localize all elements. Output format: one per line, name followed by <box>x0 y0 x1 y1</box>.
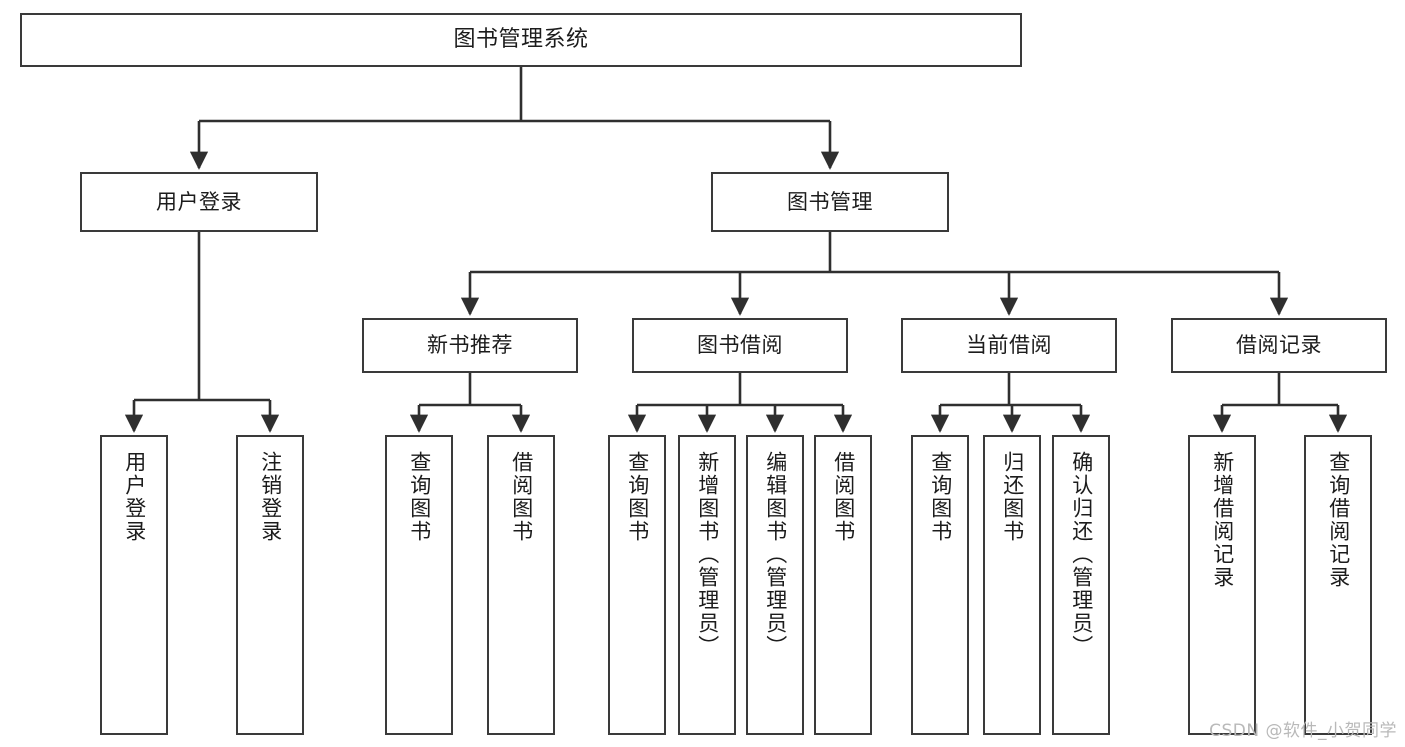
node-leaf-bb-query[interactable]: 查询图书 <box>608 435 666 735</box>
node-borrow-record-label: 借阅记录 <box>1236 333 1322 358</box>
node-leaf-br-query-label: 查询借阅记录 <box>1326 451 1351 589</box>
node-book-manage-label: 图书管理 <box>787 189 873 214</box>
node-leaf-cb-return[interactable]: 归还图书 <box>983 435 1041 735</box>
node-leaf-bb-edit-label: 编辑图书（管理员） <box>763 451 788 658</box>
node-leaf-logout-label: 注销登录 <box>258 451 283 543</box>
node-leaf-cb-confirm[interactable]: 确认归还（管理员） <box>1052 435 1110 735</box>
watermark: CSDN @软件_小贺同学 <box>1209 721 1397 741</box>
node-leaf-bb-add[interactable]: 新增图书（管理员） <box>678 435 736 735</box>
node-leaf-cb-confirm-label: 确认归还（管理员） <box>1069 451 1094 658</box>
node-leaf-rec-query-label: 查询图书 <box>407 451 432 543</box>
node-book-borrow[interactable]: 图书借阅 <box>632 318 848 373</box>
node-leaf-bb-borrow-label: 借阅图书 <box>831 451 856 543</box>
node-leaf-bb-edit[interactable]: 编辑图书（管理员） <box>746 435 804 735</box>
node-user-login-label: 用户登录 <box>156 189 242 214</box>
node-borrow-record[interactable]: 借阅记录 <box>1171 318 1387 373</box>
node-new-book-rec[interactable]: 新书推荐 <box>362 318 578 373</box>
node-leaf-rec-borrow-label: 借阅图书 <box>509 451 534 543</box>
node-new-book-rec-label: 新书推荐 <box>427 333 513 358</box>
node-leaf-user-login-label: 用户登录 <box>122 451 147 543</box>
node-root-label: 图书管理系统 <box>453 26 589 52</box>
node-leaf-user-login[interactable]: 用户登录 <box>100 435 168 735</box>
node-leaf-br-add-label: 新增借阅记录 <box>1210 451 1235 589</box>
node-leaf-cb-return-label: 归还图书 <box>1000 451 1025 543</box>
node-current-borrow-label: 当前借阅 <box>966 333 1052 358</box>
node-book-manage[interactable]: 图书管理 <box>711 172 949 232</box>
node-leaf-logout[interactable]: 注销登录 <box>236 435 304 735</box>
node-leaf-rec-borrow[interactable]: 借阅图书 <box>487 435 555 735</box>
node-leaf-rec-query[interactable]: 查询图书 <box>385 435 453 735</box>
node-leaf-bb-query-label: 查询图书 <box>625 451 650 543</box>
node-user-login[interactable]: 用户登录 <box>80 172 318 232</box>
node-root[interactable]: 图书管理系统 <box>20 13 1022 67</box>
node-leaf-br-query[interactable]: 查询借阅记录 <box>1304 435 1372 735</box>
node-leaf-bb-borrow[interactable]: 借阅图书 <box>814 435 872 735</box>
node-leaf-br-add[interactable]: 新增借阅记录 <box>1188 435 1256 735</box>
node-leaf-cb-query[interactable]: 查询图书 <box>911 435 969 735</box>
node-leaf-cb-query-label: 查询图书 <box>928 451 953 543</box>
node-book-borrow-label: 图书借阅 <box>697 333 783 358</box>
node-leaf-bb-add-label: 新增图书（管理员） <box>695 451 720 658</box>
node-current-borrow[interactable]: 当前借阅 <box>901 318 1117 373</box>
